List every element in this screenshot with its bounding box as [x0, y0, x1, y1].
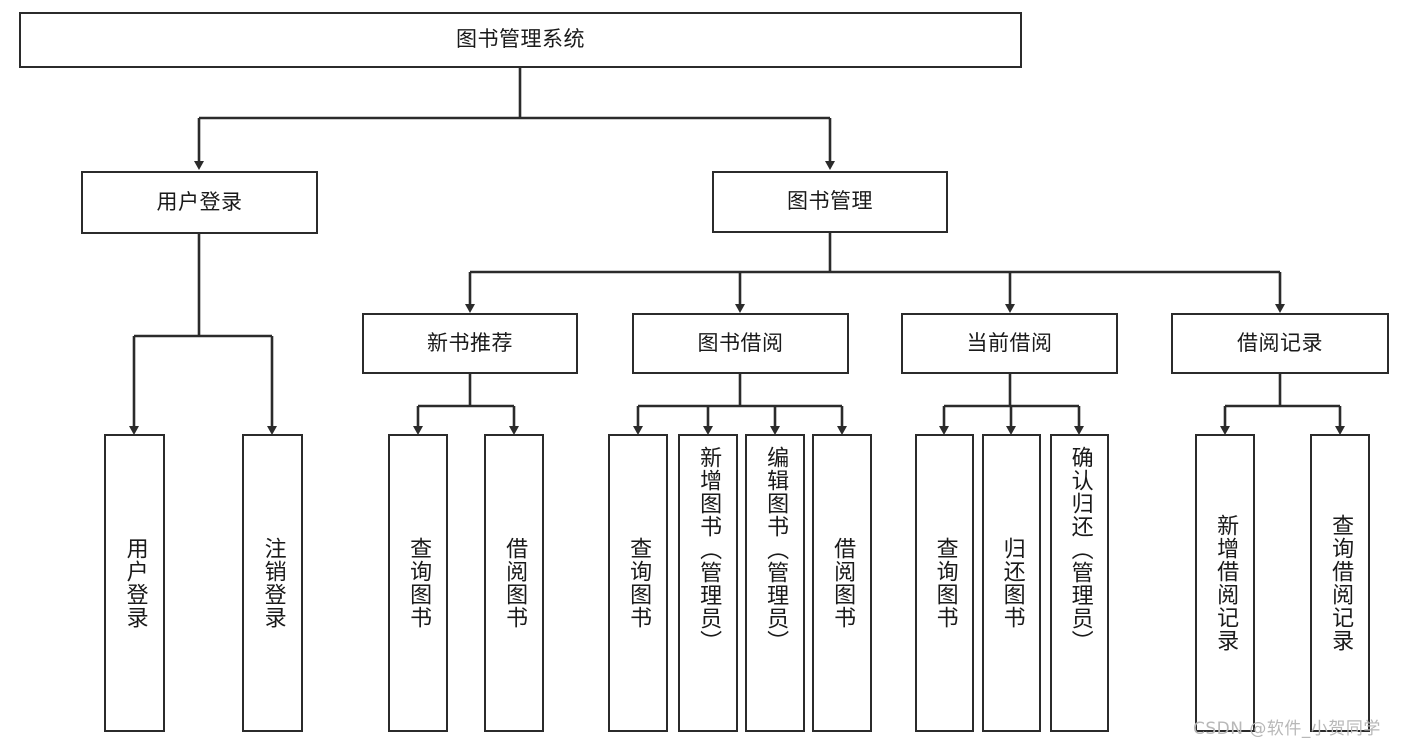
node-book-borrow[interactable]: 图书借阅	[632, 313, 849, 374]
node-leaf-user-login-label: 用户登录	[122, 537, 148, 629]
node-leaf-query-book-3[interactable]: 查询图书	[915, 434, 974, 732]
node-new-book-recommend[interactable]: 新书推荐	[362, 313, 578, 374]
csdn-watermark: CSDN @软件_小贺同学	[1193, 719, 1381, 739]
node-leaf-logout-login[interactable]: 注销登录	[242, 434, 303, 732]
node-leaf-borrow-book-2-label: 借阅图书	[830, 537, 856, 629]
node-leaf-user-login[interactable]: 用户登录	[104, 434, 165, 732]
node-leaf-confirm-return[interactable]: 确认归还（管理员）	[1050, 434, 1109, 732]
node-leaf-query-book-1-label: 查询图书	[406, 537, 432, 629]
node-leaf-add-record[interactable]: 新增借阅记录	[1195, 434, 1255, 732]
node-user-login[interactable]: 用户登录	[81, 171, 318, 234]
node-book-borrow-label: 图书借阅	[697, 330, 784, 355]
node-borrow-record-label: 借阅记录	[1237, 330, 1323, 355]
node-root[interactable]: 图书管理系统	[19, 12, 1022, 68]
node-book-manage[interactable]: 图书管理	[712, 171, 948, 233]
node-user-login-label: 用户登录	[156, 189, 243, 214]
node-leaf-add-book[interactable]: 新增图书（管理员）	[678, 434, 738, 732]
node-leaf-confirm-return-label: 确认归还（管理员）	[1067, 446, 1093, 653]
node-leaf-borrow-book-2[interactable]: 借阅图书	[812, 434, 872, 732]
node-leaf-return-book[interactable]: 归还图书	[982, 434, 1041, 732]
node-leaf-query-book-2-label: 查询图书	[626, 537, 652, 629]
node-leaf-return-book-label: 归还图书	[999, 537, 1025, 629]
node-leaf-add-record-label: 新增借阅记录	[1213, 514, 1239, 652]
node-leaf-query-record-label: 查询借阅记录	[1328, 514, 1354, 652]
node-current-borrow[interactable]: 当前借阅	[901, 313, 1118, 374]
node-root-label: 图书管理系统	[456, 27, 585, 52]
node-leaf-add-book-label: 新增图书（管理员）	[696, 446, 722, 653]
node-leaf-borrow-book-1-label: 借阅图书	[502, 537, 528, 629]
node-leaf-borrow-book-1[interactable]: 借阅图书	[484, 434, 544, 732]
node-leaf-query-book-1[interactable]: 查询图书	[388, 434, 448, 732]
node-leaf-query-record[interactable]: 查询借阅记录	[1310, 434, 1370, 732]
node-current-borrow-label: 当前借阅	[966, 330, 1053, 355]
node-leaf-query-book-3-label: 查询图书	[932, 537, 958, 629]
node-borrow-record[interactable]: 借阅记录	[1171, 313, 1389, 374]
node-leaf-edit-book-label: 编辑图书（管理员）	[763, 446, 789, 653]
node-leaf-logout-login-label: 注销登录	[260, 537, 286, 629]
node-book-manage-label: 图书管理	[787, 189, 873, 214]
node-leaf-edit-book[interactable]: 编辑图书（管理员）	[745, 434, 805, 732]
node-leaf-query-book-2[interactable]: 查询图书	[608, 434, 668, 732]
node-new-book-recommend-label: 新书推荐	[427, 330, 513, 355]
